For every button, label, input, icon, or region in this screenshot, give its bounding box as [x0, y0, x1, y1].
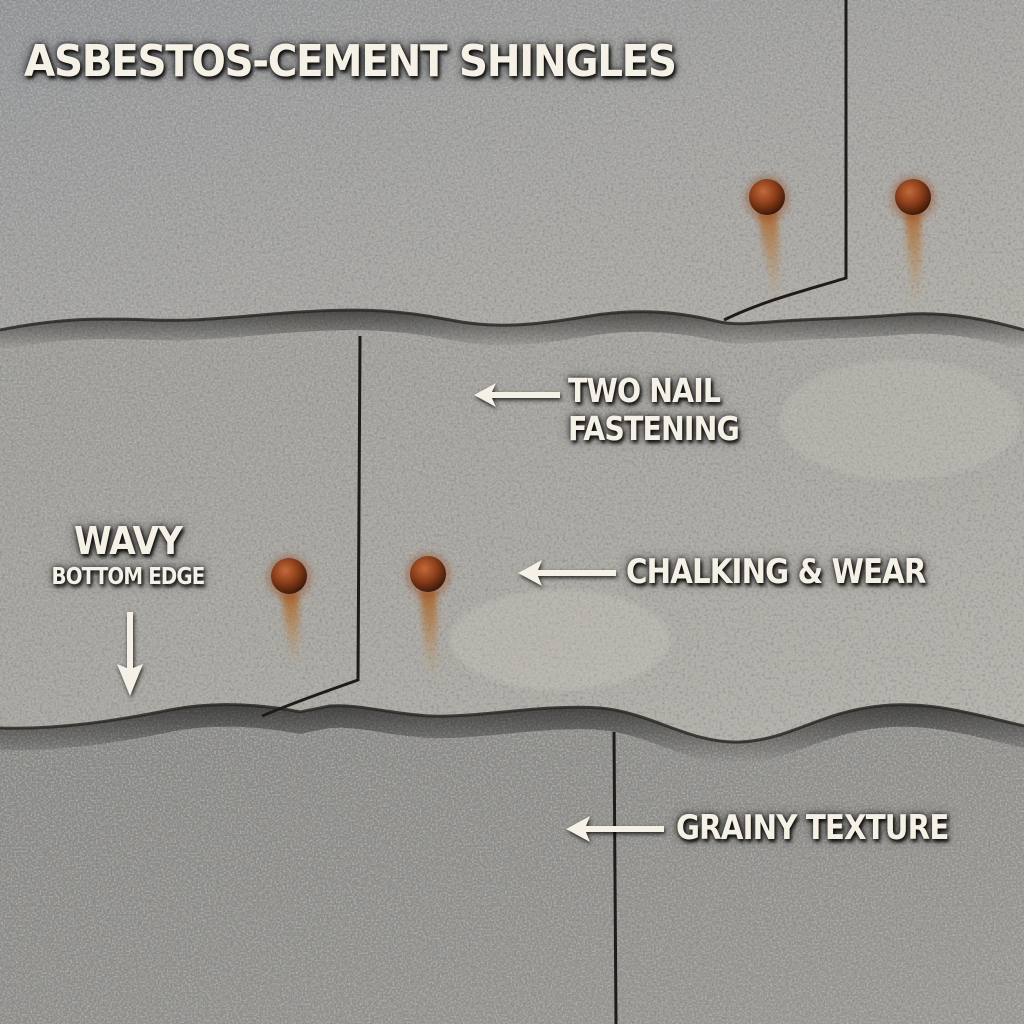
- arrow-down-icon: [117, 612, 143, 696]
- rusty-nail-icon: [405, 552, 451, 598]
- annotation-chalking-wear: CHALKING & WEAR: [626, 552, 926, 592]
- image-title: ASBESTOS-CEMENT SHINGLES: [24, 36, 677, 87]
- rusty-nail-icon: [890, 175, 936, 221]
- rusty-nail-icon: [266, 554, 312, 600]
- annotation-line: TWO NAIL: [568, 371, 721, 410]
- annotation-line: FASTENING: [568, 409, 740, 448]
- annotation-line: BOTTOM EDGE: [51, 564, 206, 590]
- arrow-left-icon: [518, 560, 616, 586]
- annotation-two-nail-fastening: TWO NAIL FASTENING: [568, 371, 740, 448]
- annotation-wavy-bottom-edge: WAVY BOTTOM EDGE: [30, 522, 226, 589]
- arrow-left-icon: [474, 383, 560, 407]
- annotation-line: WAVY: [74, 519, 183, 563]
- annotation-grainy-texture: GRAINY TEXTURE: [676, 808, 949, 848]
- arrow-left-icon: [566, 816, 664, 842]
- rusty-nail-icon: [744, 175, 790, 221]
